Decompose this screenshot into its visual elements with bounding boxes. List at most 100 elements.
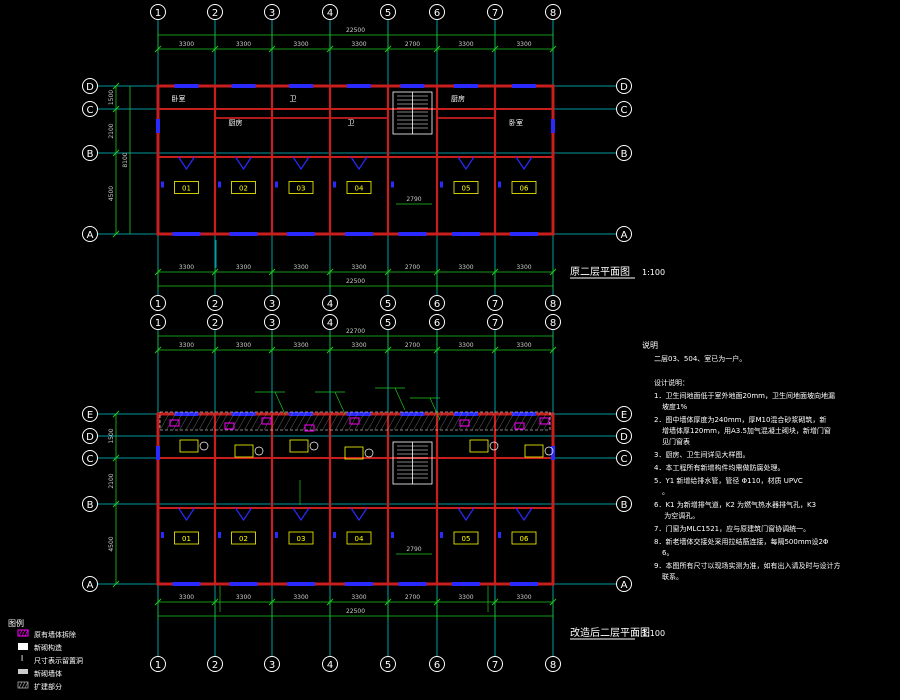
dim-text-bottom: 3300 bbox=[179, 264, 194, 271]
hatch-line bbox=[471, 411, 483, 431]
grid-bubble bbox=[150, 4, 166, 20]
dim-text-top: 3300 bbox=[458, 41, 473, 48]
window-side bbox=[161, 181, 164, 188]
door-swing bbox=[457, 507, 475, 522]
room-label-box bbox=[174, 181, 199, 194]
new-fixture bbox=[169, 419, 180, 427]
room-label: 01 bbox=[182, 185, 191, 193]
hatch-line bbox=[166, 411, 177, 431]
hatch-line bbox=[400, 411, 411, 431]
note-item: 6．K1 为新增排气道，K2 为燃气热水器排气孔，K3 为空调孔。 bbox=[654, 500, 816, 520]
legend-label: 新砌墙体 bbox=[34, 669, 62, 678]
grid-bubble-top-3: 3 bbox=[264, 4, 280, 20]
door-swing bbox=[515, 156, 533, 171]
grid-bubble-label: 8 bbox=[550, 660, 556, 671]
grid-bubble-label: 5 bbox=[385, 318, 391, 329]
hatch-line bbox=[283, 411, 294, 431]
dim-total-left: 8100 bbox=[122, 152, 129, 167]
grid-bubble bbox=[616, 145, 632, 161]
dim-tick bbox=[112, 149, 120, 157]
window-side bbox=[275, 532, 278, 538]
grid-bubble-label: 3 bbox=[269, 299, 275, 310]
window-end-left bbox=[156, 446, 160, 460]
grid-bubble-right-C: C bbox=[616, 450, 632, 466]
window-bottom bbox=[172, 582, 201, 586]
sanitary-fixture bbox=[544, 446, 554, 456]
grid-bubble-left-C: C bbox=[82, 101, 98, 117]
hatch-line bbox=[530, 411, 541, 431]
grid-bubble bbox=[207, 314, 223, 330]
legend-label: 原有墙体拆除 bbox=[34, 630, 76, 639]
hatch-line bbox=[341, 411, 353, 431]
dim-total-bottom: 22500 bbox=[346, 608, 365, 615]
hatch-line bbox=[510, 411, 522, 431]
grid-bubble bbox=[545, 4, 561, 20]
hatch-line bbox=[322, 411, 333, 431]
new-fixture bbox=[349, 417, 360, 425]
window-bottom bbox=[345, 582, 373, 586]
sanitary-fixture bbox=[199, 441, 209, 451]
note-item: 1．卫生间地面低于室外地面20mm，卫生间地面坡向地漏坡度1% bbox=[654, 391, 835, 411]
window-side bbox=[333, 181, 336, 188]
room-name: 卫 bbox=[290, 95, 297, 103]
notes-line1: 二层03、504、室已为一户。 bbox=[654, 354, 746, 363]
legend-hatch bbox=[24, 629, 29, 637]
new-fixture bbox=[224, 422, 235, 430]
grid-bubble bbox=[207, 295, 223, 311]
grid-bubble-right-B: B bbox=[616, 145, 632, 161]
note-item-line: 6．K1 为新增排气道，K2 为燃气热水器排气孔，K3 bbox=[654, 500, 816, 509]
grid-bubble-label: 8 bbox=[550, 318, 556, 329]
door-swing bbox=[292, 507, 310, 522]
hatch-line bbox=[387, 411, 398, 431]
grid-bubble-label: A bbox=[621, 230, 628, 241]
grid-bubble-label: 8 bbox=[550, 299, 556, 310]
grid-bubble-label: 3 bbox=[269, 8, 275, 19]
hatch-line bbox=[159, 411, 171, 431]
dim-text-bottom: 3300 bbox=[179, 594, 194, 601]
legend-head: 图例 bbox=[8, 618, 24, 628]
hatch-line bbox=[185, 411, 197, 431]
legend-swatch-demolish bbox=[17, 629, 29, 637]
grid-bubble-left-C: C bbox=[82, 450, 98, 466]
grid-bubble bbox=[207, 656, 223, 672]
sanitary-fixture bbox=[309, 441, 319, 451]
grid-bubble-left-D: D bbox=[82, 78, 98, 94]
note-item-line: 增墙体厚120mm，用A3.5加气混凝土砌块，新增门窗 bbox=[662, 426, 831, 435]
note-item: 3．厨房、卫生间详见大样图。 bbox=[654, 450, 749, 459]
grid-bubble-right-D: D bbox=[616, 428, 632, 444]
hatch-line bbox=[497, 411, 509, 431]
room-label: 05 bbox=[462, 535, 471, 543]
window-side bbox=[333, 532, 336, 538]
grid-bubble bbox=[429, 4, 445, 20]
note-item-line: 坡度1% bbox=[662, 402, 687, 411]
room-label-box bbox=[288, 531, 314, 545]
grid-bubble bbox=[322, 314, 338, 330]
grid-bubble bbox=[82, 406, 98, 422]
grid-bubble-bottom-3: 3 bbox=[264, 295, 280, 311]
new-fixture bbox=[304, 424, 315, 432]
door-swing bbox=[457, 156, 475, 171]
note-item-line: 8．新老墙体交接处采用拉结筋连接，每隔500mm设2Φ bbox=[654, 537, 829, 546]
hatch-line bbox=[224, 411, 236, 431]
grid-bubble-left-E: E bbox=[82, 406, 98, 422]
grid-bubble-bottom-6: 6 bbox=[429, 656, 445, 672]
room-label-box bbox=[511, 531, 537, 545]
grid-bubble-left-B: B bbox=[82, 496, 98, 512]
note-item-line: 5．Y1 新增给排水管，管径 Φ110，材质 UPVC bbox=[654, 476, 803, 485]
design-notes: 说明二层03、504、室已为一户。设计说明：1．卫生间地面低于室外地面20mm，… bbox=[642, 340, 840, 581]
window-end-right bbox=[551, 446, 555, 460]
dim-tick bbox=[112, 454, 120, 462]
hatch-line bbox=[478, 411, 489, 431]
window-bottom bbox=[510, 582, 538, 586]
hatch-line bbox=[439, 411, 450, 431]
grid-bubble-bottom-8: 8 bbox=[545, 295, 561, 311]
hatch-line bbox=[250, 411, 262, 431]
dim-text-top: 3300 bbox=[236, 41, 251, 48]
door-swing bbox=[350, 507, 368, 522]
hatch-line bbox=[348, 411, 359, 431]
dim-text-top: 3300 bbox=[179, 41, 194, 48]
window-top bbox=[400, 84, 425, 88]
grid-bubble-bottom-4: 4 bbox=[322, 295, 338, 311]
grid-bubble-label: 4 bbox=[327, 660, 333, 671]
room-label: 04 bbox=[355, 185, 364, 193]
